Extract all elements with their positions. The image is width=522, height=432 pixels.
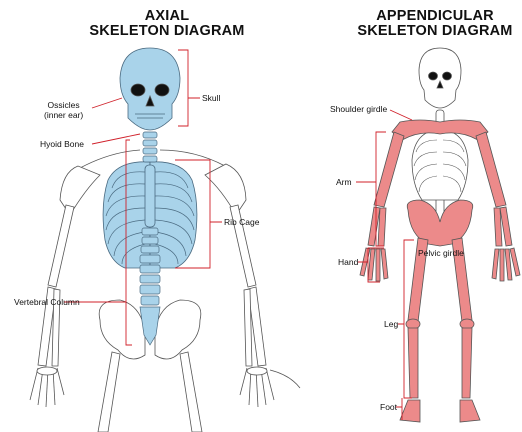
arm-label: Arm	[336, 177, 352, 187]
axial-right-shoulder	[205, 164, 246, 215]
pelvic-girdle-label: Pelvic girdle	[418, 248, 464, 258]
skull-bracket	[178, 50, 200, 126]
appendicular-right-foot	[460, 400, 480, 422]
rib-cage-label: Rib Cage	[224, 217, 259, 227]
appendicular-right-hand	[492, 248, 520, 281]
skull-label: Skull	[202, 93, 220, 103]
appendicular-skull	[419, 48, 461, 108]
axial-right-hand	[240, 367, 300, 407]
shoulder-girdle-leader	[390, 110, 412, 120]
appendicular-right-tibia	[462, 328, 472, 398]
axial-left-humerus	[48, 205, 74, 287]
ossicles-label-line1: Ossicles	[44, 100, 83, 110]
hyoid-bone-label: Hyoid Bone	[40, 139, 84, 149]
axial-skull	[120, 48, 180, 130]
leg-label: Leg	[384, 319, 398, 329]
axial-right-femur	[180, 352, 202, 432]
vertebral-column-label: Vertebral Column	[14, 297, 80, 307]
hand-label: Hand	[338, 257, 358, 267]
appendicular-left-hand	[360, 248, 388, 281]
appendicular-right-humerus	[476, 132, 506, 207]
appendicular-right-knee	[460, 319, 474, 329]
appendicular-left-humerus	[374, 132, 404, 207]
shoulder-girdle-label: Shoulder girdle	[330, 104, 387, 114]
appendicular-left-knee	[406, 319, 420, 329]
axial-sternum	[145, 165, 155, 227]
appendicular-ribcage	[412, 130, 468, 200]
appendicular-left-foot	[400, 400, 420, 422]
foot-label: Foot	[380, 402, 397, 412]
appendicular-left-tibia	[408, 328, 418, 398]
ossicles-leader	[92, 98, 122, 108]
axial-left-hand	[30, 367, 64, 407]
ossicles-label-line2: (inner ear)	[44, 110, 83, 120]
axial-left-femur	[98, 352, 120, 432]
hyoid-leader	[92, 134, 140, 144]
ossicles-label: Ossicles (inner ear)	[44, 100, 83, 120]
